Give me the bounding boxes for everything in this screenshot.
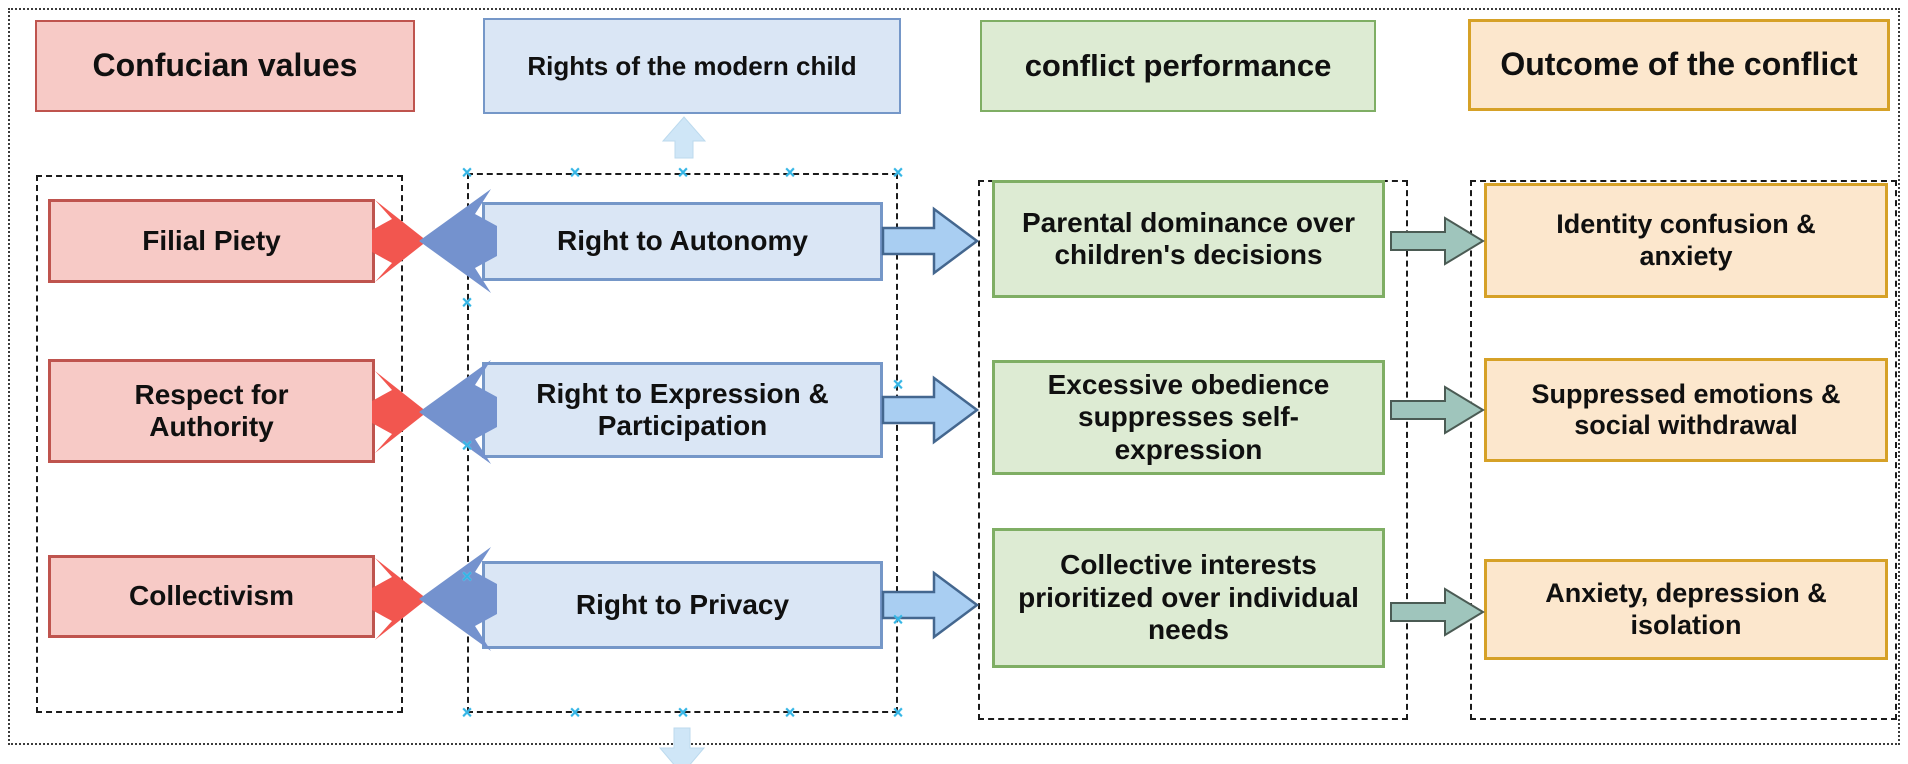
box-anxiety-depression: Anxiety, depression & isolation (1484, 559, 1888, 660)
header-outcome-of-conflict: Outcome of the conflict (1468, 19, 1890, 111)
flow-arrow-blue-row3 (881, 570, 980, 640)
header-rights-of-modern-child: Rights of the modern child (483, 18, 901, 114)
selection-handle[interactable]: × (892, 609, 904, 630)
box-collectivism: Collectivism (48, 555, 375, 638)
right-arrow-icon (1390, 385, 1485, 435)
outcome-arrow-teal-row3 (1390, 587, 1485, 637)
right-arrow-icon (1390, 587, 1485, 637)
selection-handle[interactable]: × (461, 566, 473, 587)
header-conflict-performance: conflict performance (980, 20, 1376, 112)
box-filial-piety: Filial Piety (48, 199, 375, 283)
outer-dotted-border (8, 8, 1900, 745)
right-arrow-icon (881, 206, 980, 276)
selection-handle[interactable]: × (461, 435, 473, 456)
selection-handle[interactable]: × (677, 702, 689, 723)
clash-arrows-row3 (372, 547, 497, 651)
right-arrow-icon (881, 570, 980, 640)
outcome-dashed-container (1470, 180, 1897, 720)
blue-clash-arrow-icon (419, 189, 497, 293)
clash-arrows-row2 (372, 360, 497, 464)
box-right-to-privacy: Right to Privacy (482, 561, 883, 649)
selection-handle[interactable]: × (784, 702, 796, 723)
box-right-to-expression-participation: Right to Expression & Participation (482, 362, 883, 458)
blue-clash-arrow-icon (419, 547, 497, 651)
outcome-arrow-teal-row1 (1390, 216, 1485, 266)
box-suppressed-emotions: Suppressed emotions & social withdrawal (1484, 358, 1888, 462)
selection-handle[interactable]: × (569, 162, 581, 183)
blue-clash-arrow-icon (419, 360, 497, 464)
header-confucian-values: Confucian values (35, 20, 415, 112)
selection-handle[interactable]: × (461, 702, 473, 723)
red-clash-arrow-icon (372, 200, 427, 282)
box-respect-for-authority: Respect for Authority (48, 359, 375, 463)
selection-handle[interactable]: × (677, 162, 689, 183)
selection-handle[interactable]: × (892, 702, 904, 723)
right-arrow-icon (1390, 216, 1485, 266)
box-parental-dominance: Parental dominance over children's decis… (992, 180, 1385, 298)
selection-handle[interactable]: × (569, 702, 581, 723)
red-clash-arrow-icon (372, 371, 427, 453)
selection-handle[interactable]: × (892, 162, 904, 183)
selection-handle[interactable]: × (892, 374, 904, 395)
selection-handle[interactable]: × (461, 162, 473, 183)
down-arrow-icon (658, 727, 706, 764)
box-collective-interests: Collective interests prioritized over in… (992, 528, 1385, 668)
selection-handle[interactable]: × (461, 292, 473, 313)
box-right-to-autonomy: Right to Autonomy (482, 202, 883, 281)
up-arrow-icon (661, 116, 707, 159)
red-clash-arrow-icon (372, 558, 427, 640)
outcome-arrow-teal-row2 (1390, 385, 1485, 435)
flow-arrow-blue-row1 (881, 206, 980, 276)
selection-handle[interactable]: × (784, 162, 796, 183)
box-excessive-obedience: Excessive obedience suppresses self-expr… (992, 360, 1385, 475)
flow-arrow-blue-row2 (881, 375, 980, 445)
box-identity-confusion: Identity confusion & anxiety (1484, 183, 1888, 298)
confucian-dashed-container (36, 175, 403, 713)
clash-arrows-row1 (372, 189, 497, 293)
right-arrow-icon (881, 375, 980, 445)
